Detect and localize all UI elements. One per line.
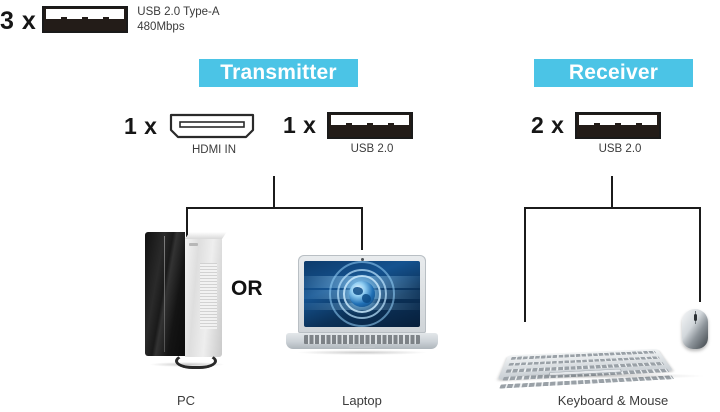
desktop-pc-icon <box>145 232 227 369</box>
pc-side-panel <box>185 237 222 357</box>
legend-spec-line1: USB 2.0 Type-A <box>137 6 220 18</box>
or-conjunction-label: OR <box>231 277 263 300</box>
pc-vent <box>200 263 217 329</box>
transmitter-port-hdmi: 1 x HDMI IN <box>124 112 258 156</box>
receiver-usb-caption: USB 2.0 <box>598 143 642 155</box>
transmitter-usb-quantity: 1 x <box>283 112 317 138</box>
usb-teeth <box>579 120 658 126</box>
receiver-port-usb: 2 x USB 2.0 <box>531 112 663 155</box>
transmitter-connector-right-drop <box>361 207 363 250</box>
globe-graphic <box>349 281 375 307</box>
hdmi-port-icon <box>168 112 256 140</box>
pc-power-button <box>189 243 198 246</box>
legend-usb-type-a: 3 x USB 2.0 Type-A 480Mbps <box>0 4 220 35</box>
pc-seam <box>164 236 165 352</box>
usb-port-icon <box>327 112 414 139</box>
mouse-scroll-wheel <box>693 314 697 321</box>
transmitter-connector-crossbar <box>186 207 363 209</box>
mouse <box>682 309 708 349</box>
transmitter-connector-stem <box>273 176 275 209</box>
usb-port-icon <box>575 112 662 139</box>
device-label-pc: PC <box>176 393 196 408</box>
legend-quantity: 3 x <box>0 7 37 35</box>
pc-top-panel <box>185 232 227 239</box>
laptop-shadow <box>296 350 428 355</box>
pc-shadow <box>149 362 225 367</box>
usb-teeth <box>46 14 125 20</box>
laptop-screen <box>304 261 420 327</box>
keyboard-mouse-shadow <box>506 373 706 379</box>
laptop-keyboard <box>304 335 420 344</box>
receiver-connector-stem <box>611 176 613 209</box>
transmitter-connector-left-drop <box>186 207 188 242</box>
transmitter-hdmi-caption: HDMI IN <box>191 144 237 156</box>
receiver-connector-left-drop <box>524 207 526 322</box>
receiver-connector-right-drop <box>699 207 701 302</box>
laptop-webcam-icon <box>360 258 364 261</box>
usb-port-icon <box>42 6 129 33</box>
transmitter-port-usb: 1 x USB 2.0 <box>283 112 415 155</box>
laptop-icon <box>286 255 438 355</box>
keyboard-mouse-icon <box>497 305 708 389</box>
laptop-lid <box>298 255 426 333</box>
usb-teeth <box>331 120 410 126</box>
section-header-receiver: Receiver <box>534 59 693 87</box>
device-label-keyboard-mouse: Keyboard & Mouse <box>557 393 669 408</box>
laptop-trackpad <box>349 345 375 348</box>
transmitter-usb-caption: USB 2.0 <box>350 143 394 155</box>
receiver-connector-crossbar <box>524 207 701 209</box>
section-header-transmitter: Transmitter <box>199 59 358 87</box>
pc-front-panel <box>145 232 185 356</box>
device-label-laptop: Laptop <box>342 393 382 408</box>
legend-spec-text: USB 2.0 Type-A 480Mbps <box>137 4 219 35</box>
transmitter-hdmi-quantity: 1 x <box>124 112 158 139</box>
legend-spec-line2: 480Mbps <box>137 21 185 33</box>
receiver-usb-quantity: 2 x <box>531 112 565 138</box>
pc-stand <box>169 350 217 369</box>
